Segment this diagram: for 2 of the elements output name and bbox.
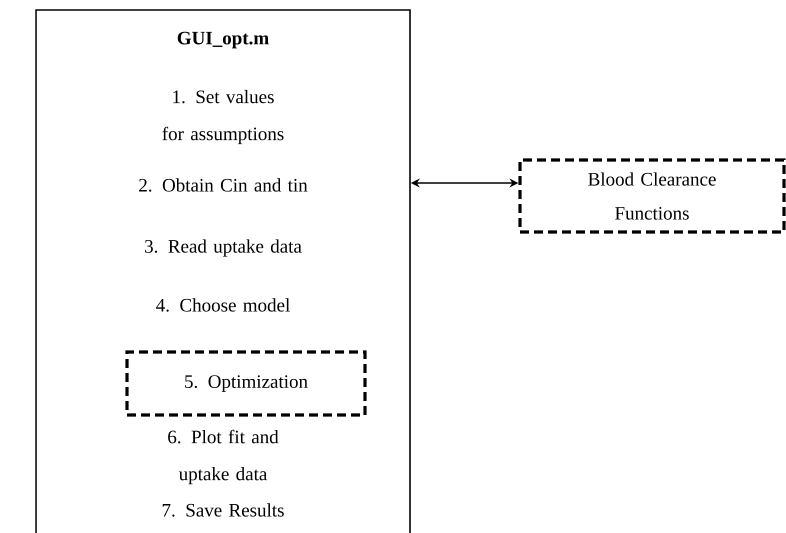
dashed-box: 5. Optimization (125, 350, 367, 417)
dashed-box: Blood Clearance Functions (518, 158, 786, 234)
